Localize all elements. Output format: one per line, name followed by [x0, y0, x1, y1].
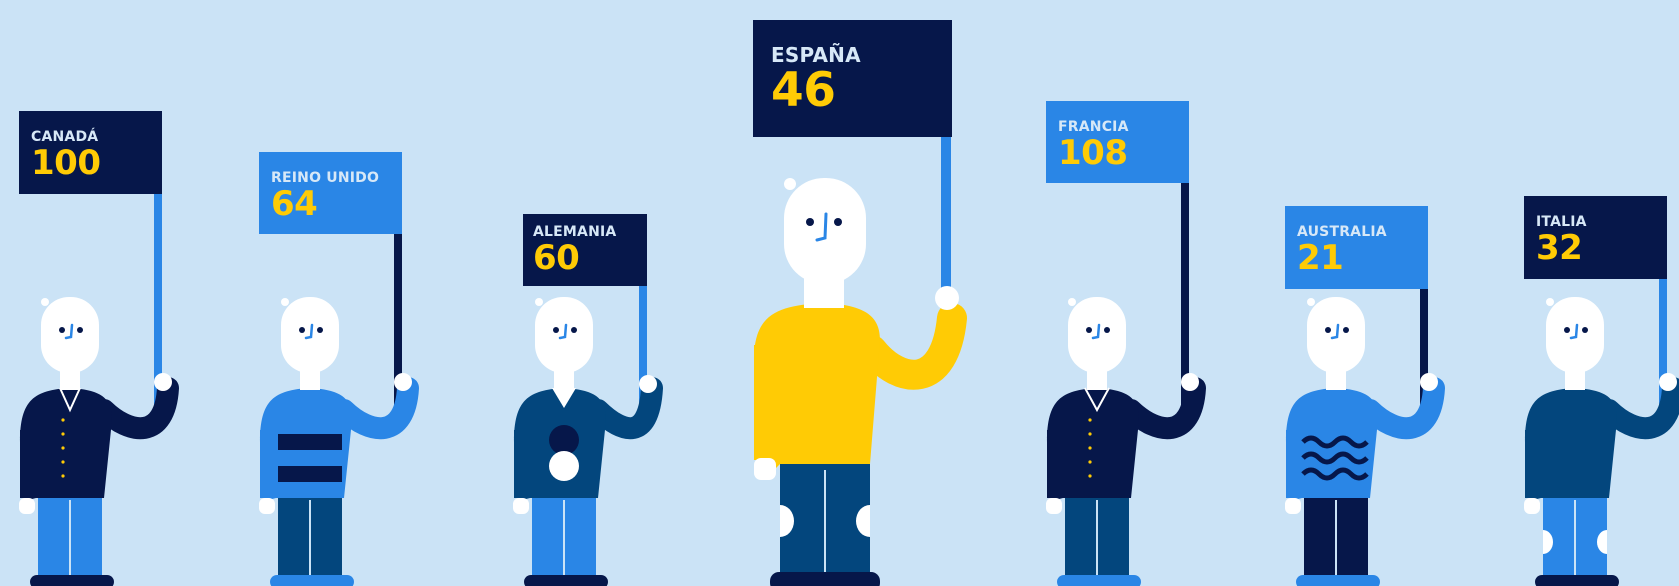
- country-name: ESPAÑA: [771, 43, 861, 67]
- person-italy: [1524, 279, 1679, 586]
- country-name: AUSTRALIA: [1297, 224, 1387, 240]
- figure-spain: ESPAÑA 46: [740, 0, 980, 586]
- figure-italy: ITALIA 32: [1524, 0, 1679, 586]
- country-value: 60: [533, 238, 580, 278]
- country-value: 108: [1058, 133, 1128, 173]
- country-value: 46: [771, 63, 836, 118]
- sign-canada: CANADÁ 100: [19, 111, 162, 194]
- figure-france: FRANCIA 108: [1045, 0, 1265, 586]
- person-canada: [19, 194, 179, 586]
- person-germany: [513, 286, 663, 586]
- sign-australia: AUSTRALIA 21: [1285, 206, 1428, 289]
- country-name: REINO UNIDO: [271, 170, 380, 186]
- sign-germany: ALEMANIA 60: [523, 214, 647, 286]
- country-name: FRANCIA: [1058, 119, 1129, 135]
- country-value: 32: [1536, 228, 1583, 268]
- figure-uk: REINO UNIDO 64: [240, 0, 460, 586]
- figure-australia: AUSTRALIA 21: [1285, 0, 1505, 586]
- country-name: ALEMANIA: [533, 224, 617, 240]
- person-spain: [754, 137, 967, 586]
- country-value: 100: [31, 143, 101, 183]
- person-france: [1046, 183, 1206, 586]
- country-value: 64: [271, 184, 318, 224]
- sign-france: FRANCIA 108: [1046, 101, 1189, 183]
- figure-germany: ALEMANIA 60: [494, 0, 714, 586]
- figure-canada: CANADÁ 100: [0, 0, 220, 586]
- sign-italy: ITALIA 32: [1524, 196, 1667, 279]
- sign-uk: REINO UNIDO 64: [259, 152, 402, 234]
- country-value: 21: [1297, 238, 1344, 278]
- country-name: CANADÁ: [31, 129, 99, 145]
- sign-spain: ESPAÑA 46: [753, 20, 952, 137]
- country-name: ITALIA: [1536, 214, 1587, 230]
- person-uk: [259, 234, 419, 586]
- person-australia: [1285, 289, 1445, 586]
